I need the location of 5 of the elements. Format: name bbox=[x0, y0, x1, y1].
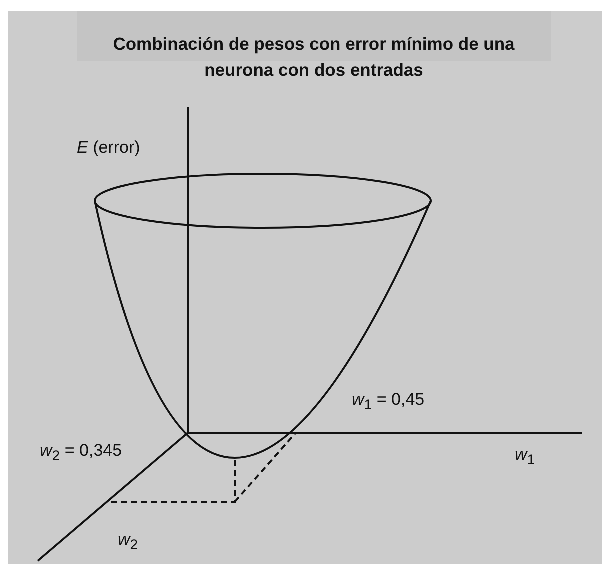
value-label: w$_{1}$ = 0,45 bbox=[352, 390, 425, 416]
value-label: w$_{2}$ = 0,345 bbox=[40, 441, 122, 466]
axis-label: w$_{1}$ bbox=[515, 445, 536, 470]
axis-label: w$_{2}$ bbox=[118, 530, 138, 556]
axis-label: E (error) bbox=[77, 138, 140, 158]
